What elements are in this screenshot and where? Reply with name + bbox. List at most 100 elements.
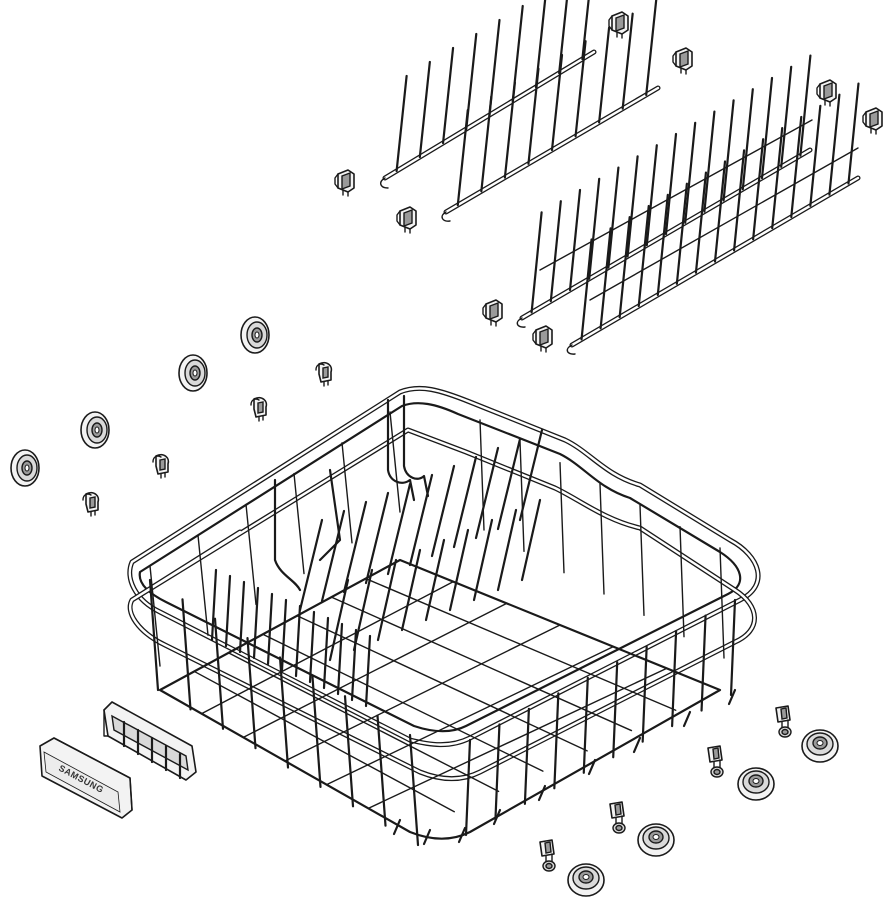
rack-tine (799, 54, 812, 157)
tine-rack-clip (816, 79, 837, 107)
basket-wire (341, 442, 353, 544)
basket-wire (700, 614, 707, 712)
floor-wire (325, 645, 615, 786)
basket-wire (278, 656, 290, 769)
left-rack-rollers (10, 316, 270, 487)
plate-tine (424, 538, 446, 622)
basket-wire (343, 695, 355, 808)
plate-tine (430, 464, 456, 558)
roller-clip (152, 453, 170, 479)
basket-wire (148, 578, 160, 692)
plate-tine (352, 568, 374, 652)
basket-foot (492, 808, 502, 826)
basket-wire (719, 547, 725, 659)
rack-crossbar (539, 119, 813, 271)
rack-roller (80, 411, 110, 449)
rack-tine (549, 200, 562, 303)
basket-wire (376, 714, 387, 827)
floor-wire (200, 580, 455, 715)
rack-tine (626, 155, 639, 258)
basket-foot (587, 758, 597, 776)
rack-roller (240, 316, 270, 354)
rack-tine (580, 238, 593, 341)
plate-tine (376, 558, 398, 642)
rack-tine (568, 188, 582, 292)
basket-wire (641, 645, 648, 743)
basket-wire (464, 738, 472, 837)
tine-rack-clip (482, 299, 503, 327)
rack-tine (581, 0, 590, 61)
basket-foot (537, 784, 547, 802)
plate-tine (472, 518, 494, 602)
plate-tine (400, 548, 422, 632)
rack-roller (178, 354, 208, 392)
basket-wire (389, 411, 401, 513)
rack-tine (598, 26, 611, 124)
rack-tine (607, 166, 620, 269)
rack-tine (722, 99, 735, 202)
plate-tine (364, 491, 390, 585)
plate-tine (322, 616, 330, 690)
basket-wire (553, 692, 560, 790)
roller-axle (775, 705, 792, 738)
basket-wire (311, 675, 322, 788)
rack-tine (675, 182, 688, 285)
rack-handle-cover: SAMSUNG (39, 737, 133, 819)
rack-roller (737, 767, 775, 801)
plate-tine (320, 509, 346, 603)
tine-rack-clip (334, 169, 355, 197)
plate-tine (294, 604, 302, 678)
rack-tine (760, 76, 774, 180)
plate-tine (496, 508, 518, 592)
roller-clip (250, 396, 268, 422)
rack-handle-bracket (103, 701, 197, 781)
plate-tine (386, 482, 412, 576)
plate-tine (408, 473, 434, 567)
basket-wire (246, 637, 257, 750)
basket-wire (494, 723, 501, 821)
plate-tine (238, 580, 246, 654)
basket-wire (181, 598, 192, 711)
rack-tine (418, 60, 431, 159)
rack-tine (847, 82, 860, 185)
tine-rack-clip (608, 11, 629, 39)
roller-axle (707, 745, 724, 778)
basket-wire (523, 707, 530, 805)
plate-tine (298, 518, 324, 612)
rack-tine (637, 204, 650, 308)
rack-tine (828, 93, 841, 196)
rack-tine (588, 177, 601, 280)
basket-wire (729, 598, 737, 697)
plate-tine (308, 610, 316, 684)
basket-foot (422, 828, 432, 846)
basket-wire (582, 676, 589, 774)
basket-wire (639, 504, 645, 617)
roller-axle (539, 839, 556, 872)
rack-tine (530, 211, 543, 314)
rack-tine (645, 0, 658, 96)
rack-crossbar (589, 147, 859, 301)
plate-tine (452, 455, 478, 549)
left-roller-clips (82, 361, 333, 517)
rack-roller (567, 863, 605, 897)
basket-wire (612, 661, 619, 759)
plate-tine (342, 500, 368, 594)
rack-tine (395, 74, 408, 173)
tine-rack-clip (532, 325, 553, 353)
tine-rack-clip (862, 107, 883, 135)
basket-foot (682, 710, 692, 728)
plate-tine (266, 592, 274, 666)
rack-roller (637, 823, 675, 857)
plate-tine (210, 568, 218, 642)
basket-foot (392, 818, 402, 836)
right-rack-rollers (567, 729, 839, 897)
plate-tine (364, 634, 372, 708)
rack-tine (441, 46, 455, 145)
floor-wire (242, 602, 508, 739)
rack-tine (503, 81, 516, 179)
rack-roller (10, 449, 40, 487)
plate-tine (280, 598, 288, 672)
basket-foot (632, 736, 642, 754)
rack-tine (480, 95, 493, 193)
